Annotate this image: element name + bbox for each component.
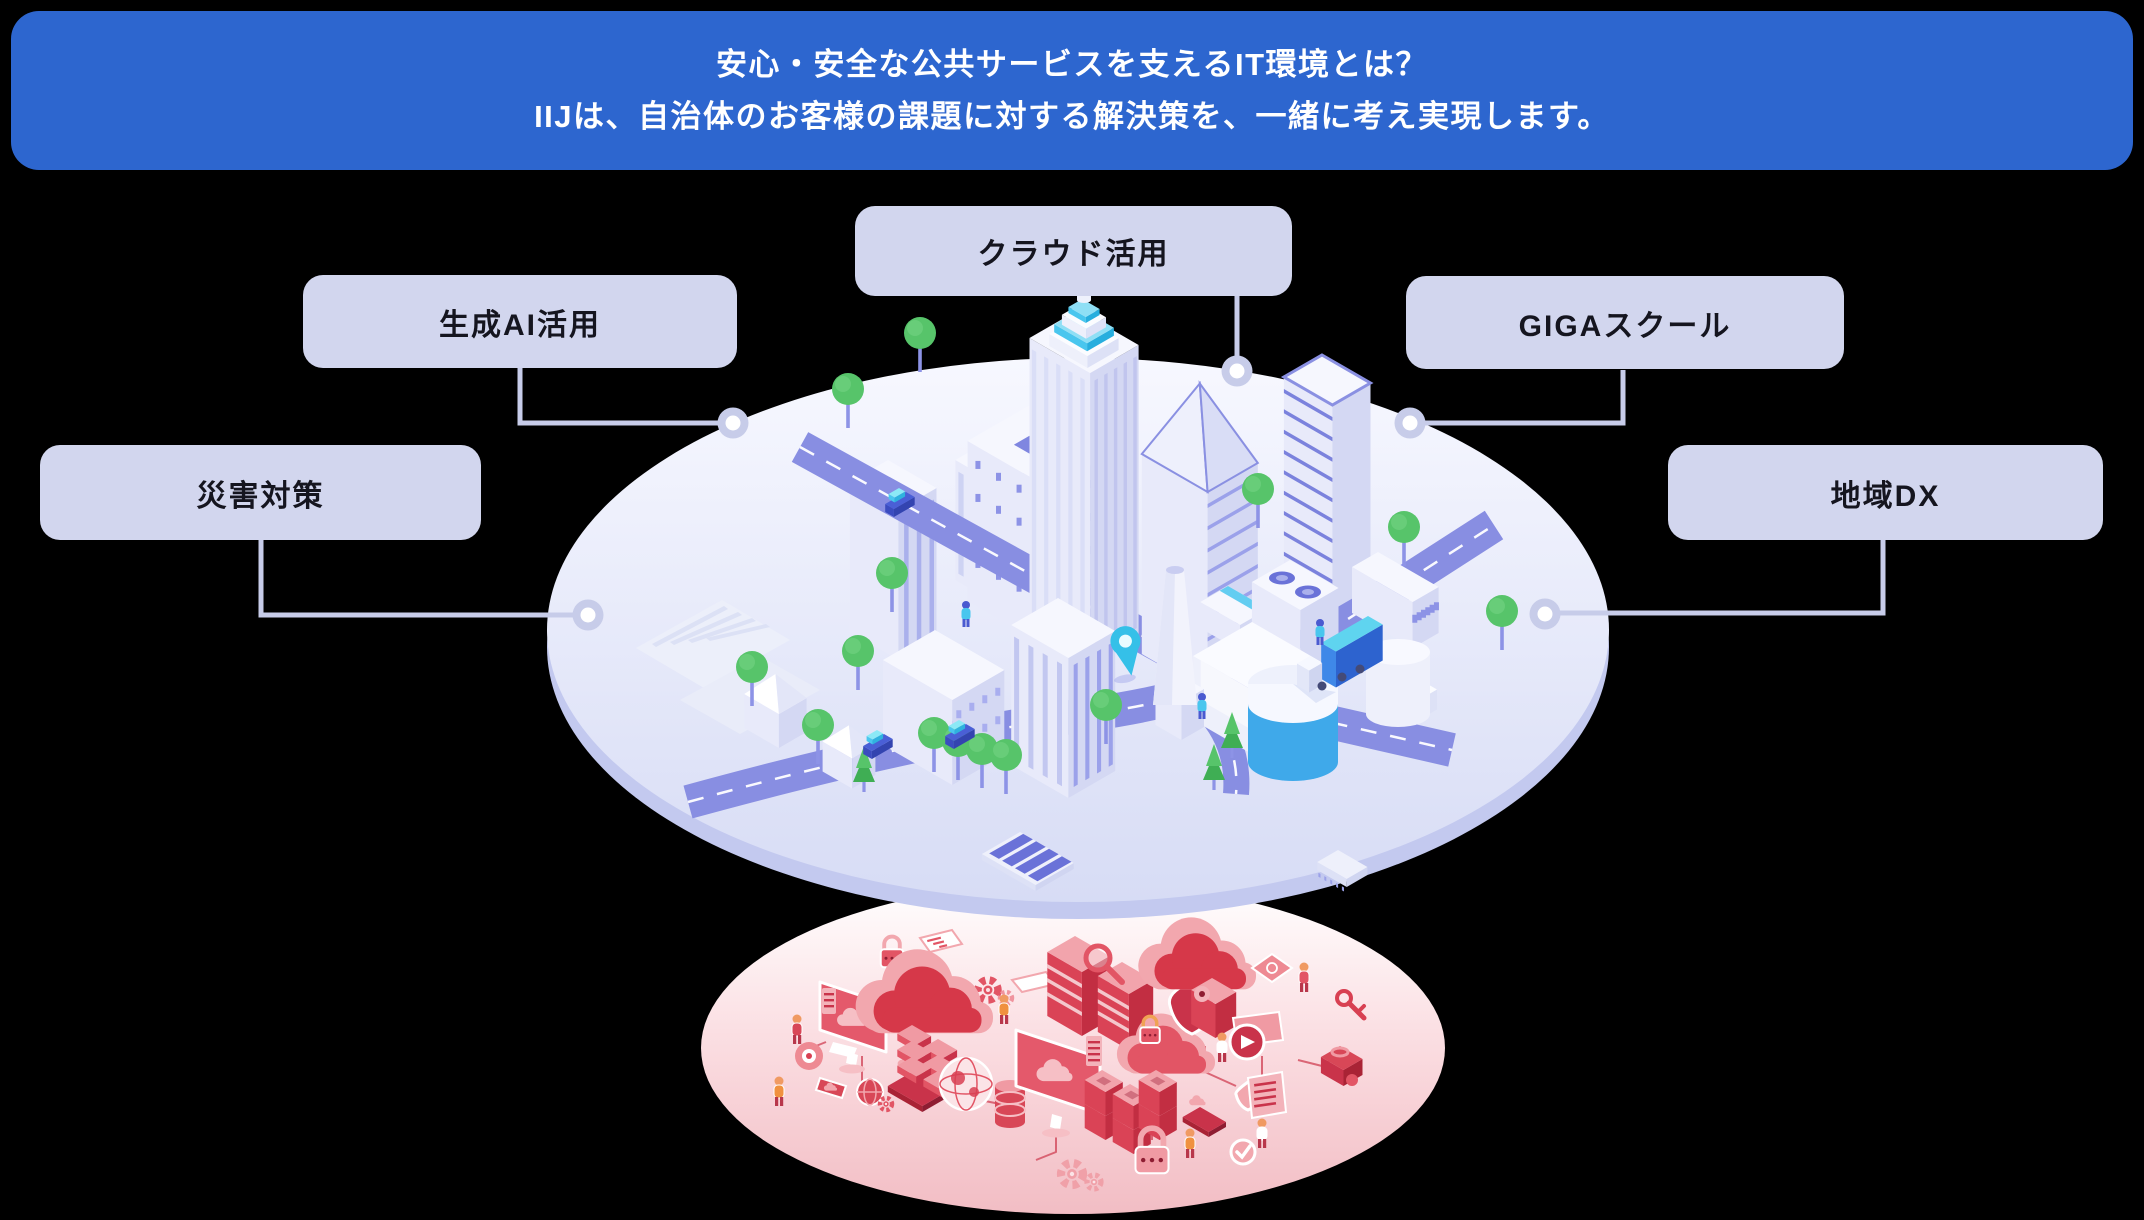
topic-label-cloud: クラウド活用 (977, 238, 1170, 271)
connector-node (1529, 598, 1561, 630)
topic-box-regional-dx: 地域DX (1668, 445, 2103, 540)
connector-node (1221, 355, 1253, 387)
topic-label-disaster: 災害対策 (196, 479, 325, 513)
connector-lines (258, 295, 1886, 631)
connector-node (1394, 407, 1426, 439)
topic-label-regional-dx: 地域DX (1830, 479, 1941, 513)
topic-box-cloud: クラウド活用 (855, 206, 1292, 296)
header-banner: 安心・安全な公共サービスを支えるIT環境とは？ IIJは、自治体のお客様の課題に… (11, 11, 2133, 170)
topic-box-disaster: 災害対策 (40, 445, 481, 540)
location-pin-icon (1110, 626, 1141, 684)
banner-line-1: 安心・安全な公共サービスを支えるIT環境とは？ (715, 47, 1429, 83)
connector-node (717, 407, 749, 439)
risk-underside-illustration (701, 882, 1445, 1214)
topic-box-giga-school: GIGAスクール (1406, 276, 1844, 369)
isometric-city-illustration (636, 288, 1518, 892)
topic-label-giga-school: GIGAスクール (1518, 309, 1732, 343)
banner-line-2: IIJは、自治体のお客様の課題に対する解決策を、一緒に考え実現します。 (534, 98, 1610, 134)
connector-node (572, 599, 604, 631)
topic-label-generative-ai: 生成AI活用 (439, 308, 601, 342)
topic-box-generative-ai: 生成AI活用 (303, 275, 737, 368)
